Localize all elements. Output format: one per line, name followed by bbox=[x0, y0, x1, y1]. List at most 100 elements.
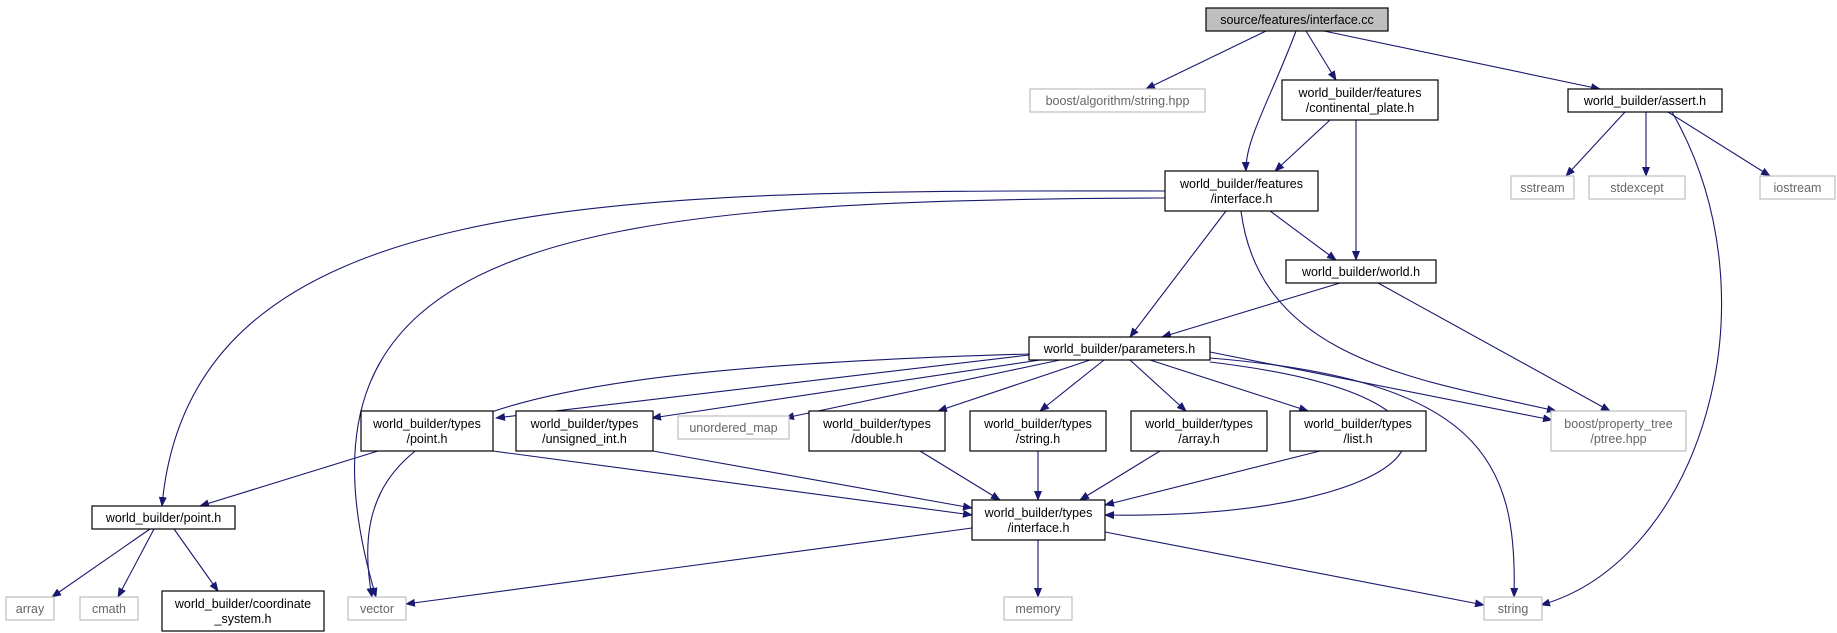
node-label-wb-types-point-0: world_builder/types bbox=[372, 417, 481, 431]
edge-wb-types-array-to-wb-types-interface bbox=[1079, 450, 1161, 501]
node-wb-point[interactable]: world_builder/point.h bbox=[91, 505, 236, 530]
node-box-memory bbox=[1003, 596, 1073, 621]
edge-wb-parameters-to-wb-types-unsigned-int bbox=[651, 359, 1041, 421]
edge-wb-features-interface-to-boost-ptree bbox=[1240, 210, 1557, 413]
edge-wb-point-to-array bbox=[51, 528, 151, 598]
node-box-wb-types-array bbox=[1130, 410, 1268, 452]
node-array: array bbox=[5, 596, 55, 621]
node-boost-ptree: boost/property_tree/ptree.hpp bbox=[1550, 410, 1687, 452]
node-sstream: sstream bbox=[1510, 175, 1575, 200]
node-label-wb-types-point-1: /point.h bbox=[406, 432, 447, 446]
node-wb-world[interactable]: world_builder/world.h bbox=[1285, 259, 1437, 284]
node-box-wb-assert bbox=[1567, 88, 1723, 113]
node-cmath: cmath bbox=[79, 596, 139, 621]
node-label-wb-types-string-1: /string.h bbox=[1016, 432, 1061, 446]
edge-wb-features-continental-to-wb-features-interface bbox=[1274, 119, 1331, 172]
node-memory: memory bbox=[1003, 596, 1073, 621]
edge-wb-parameters-to-wb-types-array bbox=[1129, 359, 1187, 412]
node-wb-types-list[interactable]: world_builder/types/list.h bbox=[1289, 410, 1427, 452]
edge-wb-types-point-to-wb-point bbox=[199, 450, 379, 508]
node-box-root bbox=[1205, 7, 1389, 32]
node-box-boost-algo bbox=[1029, 88, 1206, 113]
edge-root-to-wb-features-interface bbox=[1241, 30, 1297, 172]
node-wb-types-interface[interactable]: world_builder/types/interface.h bbox=[971, 499, 1106, 541]
node-wb-types-point[interactable]: world_builder/types/point.h bbox=[360, 410, 494, 452]
node-box-wb-features-continental bbox=[1281, 79, 1439, 121]
node-box-string bbox=[1483, 596, 1543, 621]
node-wb-types-unsigned-int[interactable]: world_builder/types/unsigned_int.h bbox=[515, 410, 654, 452]
node-label-wb-types-interface-1: /interface.h bbox=[1008, 521, 1070, 535]
node-label-wb-types-double-1: /double.h bbox=[851, 432, 902, 446]
edge-wb-parameters-to-wb-types-list bbox=[1149, 359, 1309, 413]
edge-wb-parameters-to-string bbox=[1209, 357, 1519, 598]
edge-wb-types-interface-to-string bbox=[1104, 531, 1485, 608]
node-label-sstream-0: sstream bbox=[1520, 181, 1564, 195]
node-label-wb-types-unsigned-int-1: /unsigned_int.h bbox=[542, 432, 627, 446]
node-label-boost-ptree-1: /ptree.hpp bbox=[1590, 432, 1646, 446]
node-label-wb-world-0: world_builder/world.h bbox=[1301, 265, 1420, 279]
node-string: string bbox=[1483, 596, 1543, 621]
edge-wb-parameters-to-wb-types-interface bbox=[1104, 361, 1406, 520]
node-label-wb-assert-0: world_builder/assert.h bbox=[1583, 94, 1706, 108]
node-label-wb-features-interface-0: world_builder/features bbox=[1179, 177, 1303, 191]
node-wb-types-string[interactable]: world_builder/types/string.h bbox=[969, 410, 1107, 452]
node-box-wb-types-double bbox=[808, 410, 946, 452]
edge-wb-parameters-to-boost-ptree bbox=[1209, 351, 1553, 423]
edge-wb-parameters-to-wb-types-string bbox=[1039, 359, 1105, 412]
node-label-unordered-map-0: unordered_map bbox=[689, 421, 777, 435]
node-label-boost-ptree-0: boost/property_tree bbox=[1564, 417, 1672, 431]
node-box-wb-point bbox=[91, 505, 236, 530]
node-wb-parameters[interactable]: world_builder/parameters.h bbox=[1028, 336, 1211, 361]
dependency-edges bbox=[51, 30, 1771, 608]
edge-wb-parameters-to-unordered-map bbox=[784, 359, 1061, 421]
edge-wb-world-to-boost-ptree bbox=[1377, 282, 1611, 412]
edge-root-to-boost-algo bbox=[1145, 30, 1267, 90]
node-box-iostream bbox=[1759, 175, 1836, 200]
node-wb-features-interface[interactable]: world_builder/features/interface.h bbox=[1164, 170, 1319, 212]
node-box-unordered-map bbox=[677, 415, 790, 440]
edge-wb-types-interface-to-vector bbox=[405, 527, 973, 607]
node-box-wb-features-interface bbox=[1164, 170, 1319, 212]
node-box-wb-types-unsigned-int bbox=[515, 410, 654, 452]
node-stdexcept: stdexcept bbox=[1588, 175, 1686, 200]
node-unordered-map: unordered_map bbox=[677, 415, 790, 440]
node-boost-algo: boost/algorithm/string.hpp bbox=[1029, 88, 1206, 113]
file-nodes: source/features/interface.cc boost/algori… bbox=[5, 7, 1836, 632]
edge-wb-features-interface-to-wb-point bbox=[158, 190, 1166, 507]
node-box-stdexcept bbox=[1588, 175, 1686, 200]
node-wb-types-array[interactable]: world_builder/types/array.h bbox=[1130, 410, 1268, 452]
node-label-wb-types-interface-0: world_builder/types bbox=[984, 506, 1093, 520]
node-label-vector-0: vector bbox=[360, 602, 394, 616]
edge-wb-features-interface-to-wb-world bbox=[1269, 210, 1337, 261]
node-wb-assert[interactable]: world_builder/assert.h bbox=[1567, 88, 1723, 113]
node-label-wb-features-interface-1: /interface.h bbox=[1211, 192, 1273, 206]
node-label-root-0: source/features/interface.cc bbox=[1220, 13, 1374, 27]
node-label-wb-types-array-0: world_builder/types bbox=[1144, 417, 1253, 431]
node-root[interactable]: source/features/interface.cc bbox=[1205, 7, 1389, 32]
node-label-wb-types-list-0: world_builder/types bbox=[1303, 417, 1412, 431]
edge-wb-types-double-to-wb-types-interface bbox=[919, 450, 1001, 501]
node-wb-coordinate-system[interactable]: world_builder/coordinate_system.h bbox=[161, 590, 325, 632]
node-label-stdexcept-0: stdexcept bbox=[1610, 181, 1664, 195]
edge-root-to-wb-features-continental bbox=[1305, 30, 1337, 81]
node-label-wb-point-0: world_builder/point.h bbox=[105, 511, 221, 525]
node-label-memory-0: memory bbox=[1015, 602, 1061, 616]
node-label-wb-features-continental-0: world_builder/features bbox=[1298, 86, 1422, 100]
node-wb-types-double[interactable]: world_builder/types/double.h bbox=[808, 410, 946, 452]
node-label-wb-types-list-1: /list.h bbox=[1343, 432, 1372, 446]
node-box-wb-coordinate-system bbox=[161, 590, 325, 632]
node-box-wb-types-point bbox=[360, 410, 494, 452]
edge-wb-types-list-to-wb-types-interface bbox=[1104, 450, 1321, 507]
node-box-wb-world bbox=[1285, 259, 1437, 284]
node-box-array bbox=[5, 596, 55, 621]
edge-root-to-wb-assert bbox=[1323, 30, 1601, 92]
edge-wb-assert-to-iostream bbox=[1667, 111, 1771, 177]
node-iostream: iostream bbox=[1759, 175, 1836, 200]
node-label-wb-coordinate-system-1: _system.h bbox=[214, 612, 272, 626]
edge-wb-world-to-wb-parameters bbox=[1161, 282, 1341, 339]
node-box-wb-types-list bbox=[1289, 410, 1427, 452]
node-label-iostream-0: iostream bbox=[1774, 181, 1822, 195]
edge-wb-parameters-to-wb-types-point bbox=[495, 354, 1030, 421]
node-wb-features-continental[interactable]: world_builder/features/continental_plate… bbox=[1281, 79, 1439, 121]
